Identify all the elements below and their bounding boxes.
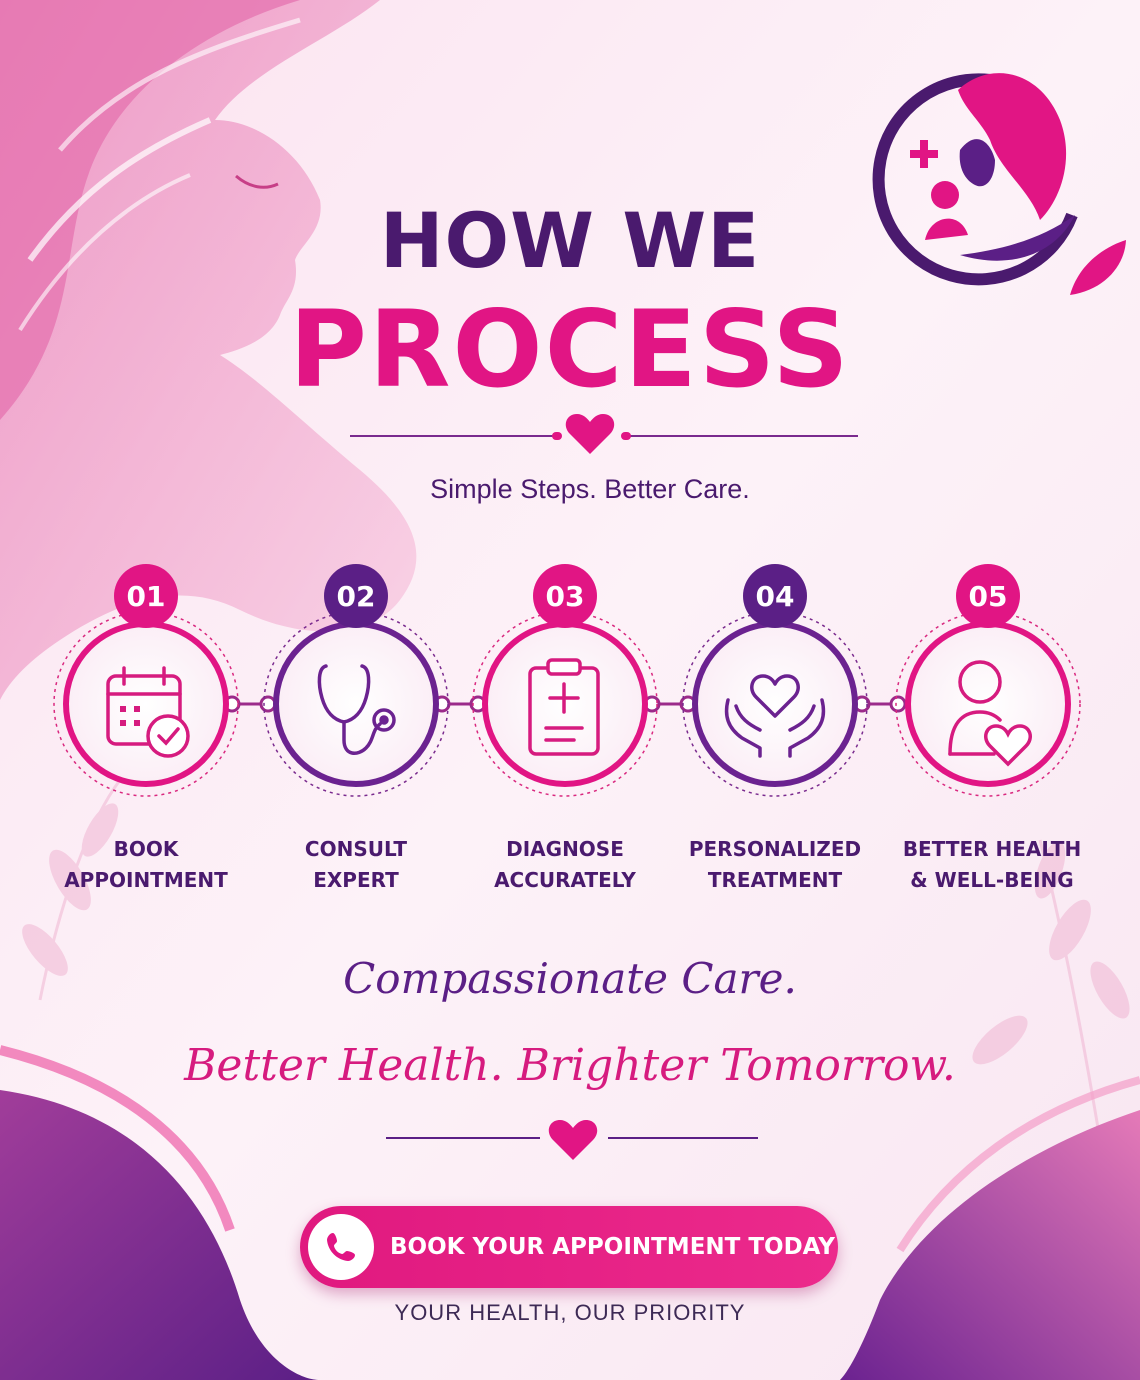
subtitle: Simple Steps. Better Care. — [430, 474, 750, 504]
phone-icon — [308, 1214, 374, 1280]
title-line-1: HOW WE — [379, 196, 761, 285]
bottom-left-wave — [0, 1090, 320, 1380]
bottom-right-wave — [840, 1110, 1140, 1380]
step-badge-04: 04 — [743, 564, 807, 628]
step-label-4-line-2: TREATMENT — [707, 868, 843, 892]
step-circle-1 — [53, 611, 239, 797]
step-label-5-line-1: BETTER HEALTH — [902, 837, 1082, 861]
script-tagline-1: Compassionate Care. — [343, 954, 797, 1003]
title-line-2: PROCESS — [289, 288, 851, 411]
title-divider — [350, 414, 858, 454]
step-badge-02: 02 — [324, 564, 388, 628]
step-label-5-line-2: & WELL-BEING — [910, 868, 1074, 892]
book-appointment-label: BOOK YOUR APPOINTMENT TODAY — [390, 1234, 835, 1260]
clipboard-medical-icon — [528, 658, 600, 756]
footer-divider — [386, 1120, 758, 1160]
step-circle-2 — [263, 611, 449, 797]
bottom-right-wave-highlight — [896, 1076, 1140, 1253]
person-heart-icon — [948, 660, 1032, 767]
heart-icon — [565, 414, 615, 454]
step-label-5: BETTER HEALTH & WELL-BEING — [882, 834, 1102, 896]
step-circle-4 — [682, 611, 868, 797]
step-label-3: DIAGNOSE ACCURATELY — [455, 834, 675, 896]
step-circle-5 — [895, 611, 1081, 797]
step-badge-03: 03 — [533, 564, 597, 628]
step-label-3-line-2: ACCURATELY — [494, 868, 636, 892]
leaf-decoration-left — [22, 779, 122, 1001]
leaf-accent-icon — [1070, 240, 1126, 295]
bottom-left-wave-highlight — [0, 1045, 235, 1232]
calendar-check-icon — [106, 666, 190, 758]
priority-tagline: YOUR HEALTH, OUR PRIORITY — [394, 1300, 746, 1325]
step-badge-01: 01 — [114, 564, 178, 628]
clinic-logo — [872, 73, 1078, 286]
step-label-4-line-1: PERSONALIZED — [688, 837, 862, 861]
book-appointment-button[interactable]: BOOK YOUR APPOINTMENT TODAY — [300, 1206, 838, 1288]
step-badge-05: 05 — [956, 564, 1020, 628]
step-label-4: PERSONALIZED TREATMENT — [665, 834, 885, 896]
step-label-1: BOOK APPOINTMENT — [36, 834, 256, 896]
step-label-3-line-1: DIAGNOSE — [506, 837, 624, 861]
step-label-2-line-2: EXPERT — [313, 868, 399, 892]
script-tagline-2: Better Health. Brighter Tomorrow. — [184, 1040, 956, 1091]
stethoscope-icon — [317, 664, 396, 755]
woman-silhouette-illustration — [0, 0, 417, 700]
step-label-2: CONSULT EXPERT — [246, 834, 466, 896]
step-label-2-line-1: CONSULT — [304, 837, 408, 861]
heart-icon — [548, 1120, 598, 1160]
step-label-1-line-1: BOOK — [113, 837, 179, 861]
heart-hands-icon — [724, 674, 826, 758]
step-label-1-line-2: APPOINTMENT — [64, 868, 228, 892]
